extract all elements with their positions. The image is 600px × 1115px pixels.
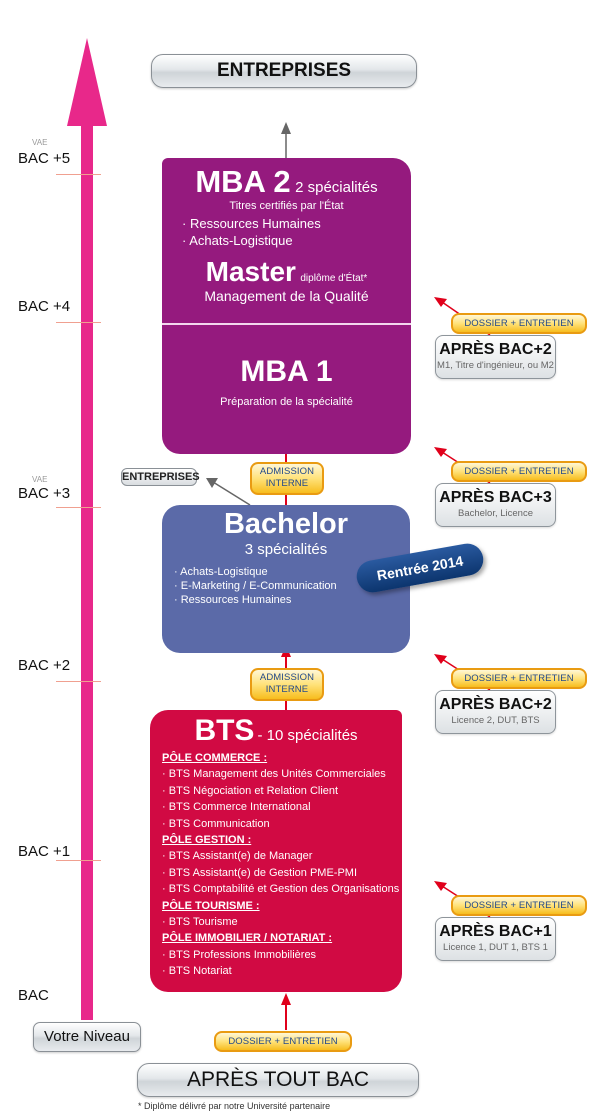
entreprises-top-label: ENTREPRISES <box>216 60 352 81</box>
dossier-entretien-badge: DOSSIER + ENTRETIEN <box>451 313 587 334</box>
entry-card: APRÈS BAC+2 Licence 2, DUT, BTS <box>435 690 556 734</box>
entry-card: APRÈS BAC+3 Bachelor, Licence <box>435 483 556 527</box>
master-title: Master <box>205 256 296 287</box>
pole-heading: PÔLE IMMOBILIER / NOTARIAT : <box>162 932 333 945</box>
bts-item: · BTS Notariat <box>162 965 232 978</box>
dossier-entretien-badge: DOSSIER + ENTRETIEN <box>451 895 587 916</box>
bts-item: · BTS Management des Unités Commerciales <box>162 768 386 781</box>
master-heading: Master diplôme d'État* <box>162 256 411 288</box>
mba1-title: MBA 1 <box>240 355 333 388</box>
mba1-subtitle: Préparation de la spécialité <box>220 396 353 408</box>
tick-bac3 <box>56 507 101 508</box>
bts-heading: BTS - 10 spécialités <box>150 714 402 748</box>
bachelor-item: · Achats-Logistique <box>174 566 268 578</box>
admission-interne-badge: ADMISSION INTERNE <box>250 668 324 701</box>
level-bac5: BAC +5 <box>18 150 71 167</box>
pole-heading: PÔLE GESTION : <box>162 834 252 847</box>
mba2-subtitle: 2 spécialités <box>295 179 378 196</box>
pole-heading: PÔLE COMMERCE : <box>162 752 268 764</box>
pole-heading: PÔLE TOURISME : <box>162 899 260 912</box>
level-bac: BAC <box>18 987 49 1004</box>
dossier-entretien-badge: DOSSIER + ENTRETIEN <box>214 1031 352 1052</box>
level-axis-arrowhead <box>67 38 107 126</box>
arrow-bac-to-bts <box>281 993 291 1005</box>
level-bac1: BAC +1 <box>18 843 71 860</box>
mba-divider <box>162 323 411 325</box>
tick-bac1 <box>56 860 101 861</box>
bts-title: BTS <box>194 714 255 747</box>
bts-item: · BTS Tourisme <box>162 916 238 929</box>
bachelor-item: · Ressources Humaines <box>174 594 292 606</box>
entreprises-top-pill: ENTREPRISES <box>151 54 417 88</box>
admission-interne-badge: ADMISSION INTERNE <box>250 462 324 495</box>
bachelor-subtitle: 3 spécialités <box>244 541 328 558</box>
mba2-title: MBA 2 <box>195 164 291 199</box>
level-bac3: BAC +3 <box>18 485 71 502</box>
entry-card: APRÈS BAC+2 M1, Titre d'ingénieur, ou M2 <box>435 335 556 379</box>
mba-box: MBA 2 2 spécialités Titres certifiés par… <box>162 158 411 454</box>
mba2-item: · Ressources Humaines <box>182 216 321 231</box>
bts-item: · BTS Négociation et Relation Client <box>162 784 339 797</box>
bts-item: · BTS Communication <box>162 817 270 830</box>
master-suffix: diplôme d'État* <box>300 273 368 284</box>
votre-niveau-label: Votre Niveau <box>44 1028 130 1045</box>
bts-subtitle: - 10 spécialités <box>257 727 358 744</box>
mba2-heading: MBA 2 2 spécialités <box>162 164 411 200</box>
footnote: * Diplôme délivré par notre Université p… <box>138 1101 331 1111</box>
bts-item: · BTS Professions Immobilières <box>162 948 317 961</box>
votre-niveau-pill: Votre Niveau <box>33 1022 141 1052</box>
level-bac2: BAC +2 <box>18 657 71 674</box>
arrow-to-entreprises <box>281 122 291 134</box>
entreprises-side-pill: ENTREPRISES <box>121 468 200 486</box>
tick-bac4 <box>56 322 101 323</box>
bachelor-item: · E-Marketing / E-Communication <box>174 580 337 592</box>
mba2-certif: Titres certifiés par l'État <box>229 200 344 212</box>
vae-label-bac5: VAE <box>32 138 48 147</box>
tick-bac5 <box>56 174 101 175</box>
apres-tout-bac-pill: APRÈS TOUT BAC <box>137 1063 419 1097</box>
tick-bac2 <box>56 681 101 682</box>
dossier-entretien-badge: DOSSIER + ENTRETIEN <box>451 668 587 689</box>
bts-item: · BTS Comptabilité et Gestion des Organi… <box>162 883 400 896</box>
dossier-entretien-badge: DOSSIER + ENTRETIEN <box>451 461 587 482</box>
arrow-to-side-entreprises <box>206 478 218 488</box>
level-axis-shaft <box>81 100 93 1020</box>
bts-box: BTS - 10 spécialités PÔLE COMMERCE : · B… <box>150 710 402 992</box>
bts-item: · BTS Assistant(e) de Manager <box>162 850 313 863</box>
bts-item: · BTS Commerce International <box>162 801 311 814</box>
bachelor-title: Bachelor <box>223 508 349 540</box>
apres-tout-bac-label: APRÈS TOUT BAC <box>186 1068 370 1091</box>
master-spec: Management de la Qualité <box>204 288 369 304</box>
bts-item: · BTS Assistant(e) de Gestion PME-PMI <box>162 866 358 879</box>
vae-label-bac3: VAE <box>32 475 48 484</box>
bts-poles: PÔLE COMMERCE : · BTS Management des Uni… <box>162 750 402 980</box>
entry-card: APRÈS BAC+1 Licence 1, DUT 1, BTS 1 <box>435 917 556 961</box>
level-bac4: BAC +4 <box>18 298 71 315</box>
mba2-item: · Achats-Logistique <box>182 233 293 248</box>
